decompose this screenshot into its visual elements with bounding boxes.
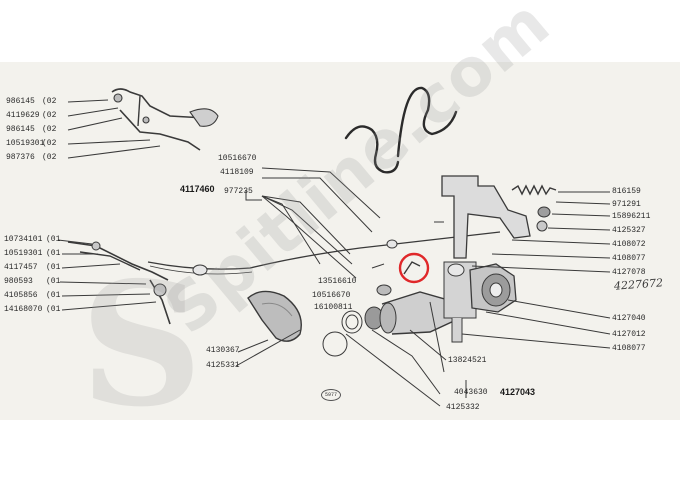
part-qty: (02 — [42, 111, 57, 120]
part-number: 4125327 — [612, 226, 646, 235]
part-qty: (02 — [42, 139, 57, 148]
part-qty: (02 — [42, 153, 57, 162]
part-number: 4108072 — [612, 240, 646, 249]
part-number: 4118109 — [220, 168, 254, 177]
part-number: 4108077 — [612, 254, 646, 263]
part-number: 4127012 — [612, 330, 646, 339]
part-qty: (01 — [46, 263, 61, 272]
part-qty: (01 — [46, 235, 61, 244]
part-number: 4125331 — [206, 361, 240, 370]
part-number: 10734101 — [4, 235, 43, 244]
part-number: 4105856 — [4, 291, 38, 300]
part-number: 4117457 — [4, 263, 38, 272]
part-number: 977235 — [224, 187, 253, 196]
part-qty: (01 — [46, 305, 61, 314]
part-number: 14168070 — [4, 305, 43, 314]
part-number: 15896211 — [612, 212, 651, 221]
part-number: 4125332 — [446, 403, 480, 412]
part-number: 13824521 — [448, 356, 487, 365]
part-number: 971291 — [612, 200, 641, 209]
part-qty: (02 — [42, 125, 57, 134]
part-number: 4127078 — [612, 268, 646, 277]
part-number: 16100811 — [314, 303, 353, 312]
part-number: 13516610 — [318, 277, 357, 286]
part-qty: (01 — [46, 291, 61, 300]
part-number: 986145 — [6, 97, 35, 106]
watermark-initial: S — [80, 245, 203, 445]
part-number: 4130367 — [206, 346, 240, 355]
part-number: 987376 — [6, 153, 35, 162]
part-number: 4119629 — [6, 111, 40, 120]
group-number: 4127043 — [500, 387, 536, 397]
highlight-circle — [398, 252, 430, 284]
part-number: 4127040 — [612, 314, 646, 323]
part-number: 986145 — [6, 125, 35, 134]
group-number: 4117460 — [180, 184, 215, 194]
part-qty: (01 — [46, 277, 61, 286]
part-number: 10516670 — [218, 154, 257, 163]
catalog-sheet — [0, 62, 680, 420]
part-number: 10519301 — [6, 139, 45, 148]
part-number: 4108077 — [612, 344, 646, 353]
part-number: 10519301 — [4, 249, 43, 258]
part-number: 816159 — [612, 187, 641, 196]
part-qty: (02 — [42, 97, 57, 106]
page-stamp: 5977 — [321, 389, 341, 401]
part-qty: (01 — [46, 249, 61, 258]
part-number: 980593 — [4, 277, 33, 286]
part-number: 4043630 — [454, 388, 488, 397]
part-number: 10516670 — [312, 291, 351, 300]
